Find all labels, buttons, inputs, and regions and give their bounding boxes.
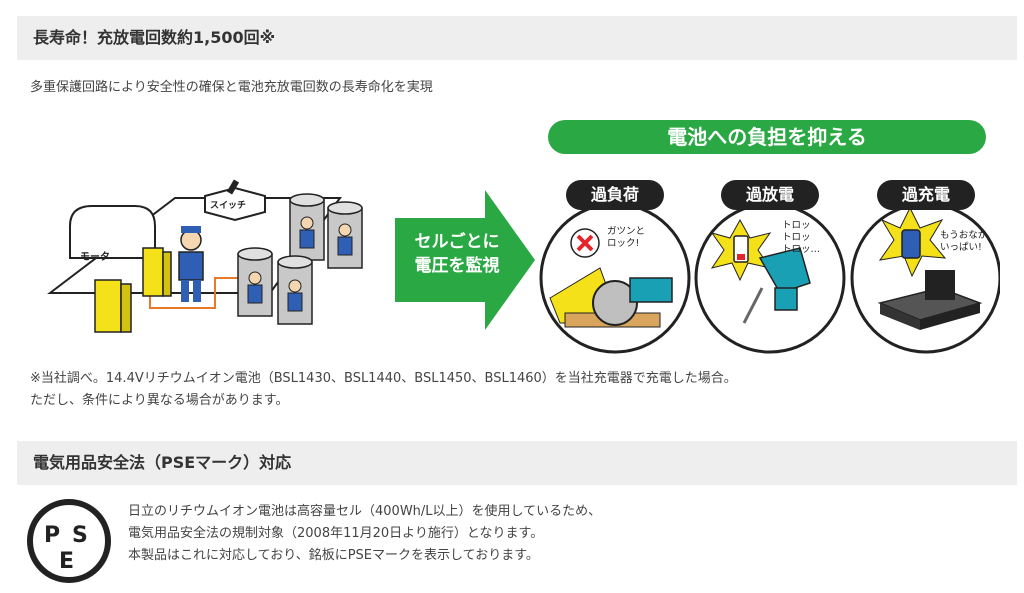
overdischarge-bubble-line2: トロッ — [782, 232, 811, 243]
pse-description-line1: 日立のリチウムイオン電池は高容量セル（400Wh/L以上）を使用しているため、 — [128, 504, 602, 519]
yellow-block — [94, 279, 122, 333]
motor-tag: モータ — [80, 252, 110, 263]
pse-section-title: 電気用品安全法（PSEマーク）対応 — [17, 441, 1017, 485]
overdischarge-bubble-line3: トロッ… — [782, 244, 821, 255]
pse-mark-p: P — [44, 523, 60, 548]
yellow-block — [142, 247, 164, 297]
overdischarge-bubble-line1: トロッ — [782, 220, 811, 231]
overload-bubble: ガツンと ロック! — [607, 226, 645, 250]
overcharge-bubble: もうおなか いっぱい! — [940, 230, 987, 254]
overload-bubble-line1: ガツンと — [607, 226, 646, 237]
overdischarge-label: 過放電 — [721, 180, 819, 210]
longevity-description: 多重保護回路により安全性の確保と電池充放電回数の長寿命化を実現 — [30, 80, 433, 95]
arrow-caption: セルごとに 電圧を監視 — [402, 230, 512, 278]
green-arrow — [395, 190, 535, 330]
footnote-line1: ※当社調べ。14.4Vリチウムイオン電池（BSL1430、BSL1440、BSL… — [30, 371, 737, 386]
overdischarge-circle — [694, 202, 846, 354]
overcharge-label: 過充電 — [877, 180, 975, 210]
pse-mark-e: E — [59, 549, 74, 574]
overload-bubble-line2: ロック! — [607, 238, 640, 249]
overload-label: 過負荷 — [566, 180, 664, 210]
overcharge-bubble-line1: もうおなか — [940, 230, 988, 241]
switch-tag: スイッチ — [210, 201, 247, 211]
pse-description: 日立のリチウムイオン電池は高容量セル（400Wh/L以上）を使用しているため、 … — [128, 501, 601, 567]
overcharge-bubble-line2: いっぱい! — [940, 242, 982, 253]
footnote-line2: ただし、条件により異なる場合があります。 — [30, 393, 289, 408]
pse-mark-icon: P S E — [27, 499, 111, 583]
overdischarge-bubble: トロッ トロッ トロッ… — [782, 220, 820, 256]
pse-description-line3: 本製品はこれに対応しており、銘板にPSEマークを表示しております。 — [128, 548, 539, 563]
arrow-caption-line2: 電圧を監視 — [414, 256, 500, 276]
pse-mark-s: S — [72, 523, 88, 548]
pse-description-line2: 電気用品安全法の規制対象（2008年11月20日より施行）となります。 — [128, 526, 544, 541]
illustration-graphics — [47, 179, 1000, 354]
footnote: ※当社調べ。14.4Vリチウムイオン電池（BSL1430、BSL1440、BSL… — [30, 368, 737, 412]
battery-protection-illustration: スイッチ モータ 電池への負担を抑える セルごとに 電圧を監視 過負荷 過放電 … — [40, 108, 1000, 358]
arrow-caption-line1: セルごとに — [414, 232, 500, 252]
longevity-section-title: 長寿命！充放電回数約1,500回※ — [17, 16, 1017, 60]
battery-burden-banner: 電池への負担を抑える — [548, 120, 986, 154]
motor-shape — [69, 205, 156, 259]
